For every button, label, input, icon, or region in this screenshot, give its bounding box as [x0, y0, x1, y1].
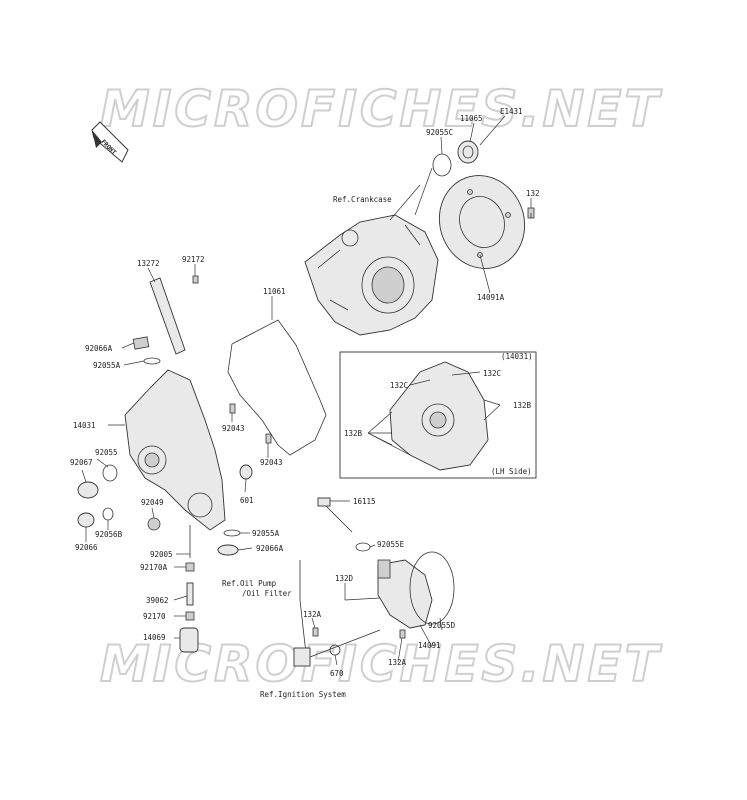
inset-caption: (LH Side): [491, 467, 532, 476]
ref-crankcase: Ref.Crankcase: [333, 195, 392, 204]
part-label: 601: [240, 496, 254, 505]
part-label: 92055A: [252, 529, 280, 538]
part-label: 11061: [263, 287, 286, 296]
connector-ignition: [293, 647, 311, 667]
crankcase-drawing: [304, 214, 439, 336]
part-label: 16115: [353, 497, 376, 506]
part-label: 92005: [150, 550, 173, 559]
o-ring-92055a-upper: [143, 357, 161, 365]
leader-lines: [81, 115, 532, 666]
inset-label: 132C: [483, 369, 501, 378]
plug-92066a: [132, 336, 150, 350]
o-ring-92056b: [102, 507, 114, 521]
part-label: 92055D: [428, 621, 456, 630]
seal-92049: [147, 517, 161, 531]
sensor-16115: [317, 497, 353, 533]
bolt-132: [527, 207, 535, 219]
part-label: 92055: [95, 448, 118, 457]
bolt-132d: [344, 597, 381, 601]
part-label: 13272: [137, 259, 160, 268]
inset-title: (14031): [501, 352, 533, 361]
oil-line-stack: [179, 525, 199, 653]
front-arrow-icon: FRONT: [91, 121, 129, 163]
part-label: 92049: [141, 498, 164, 507]
bolt-132a-left: [312, 627, 319, 637]
part-label: 92170: [143, 612, 166, 621]
part-label: E1431: [500, 107, 523, 116]
cap-92067: [77, 481, 99, 499]
part-label: 14091A: [477, 293, 505, 302]
part-label: 92055A: [93, 361, 121, 370]
ref-oil-pump-1: Ref.Oil Pump: [222, 579, 277, 588]
plug-92066: [77, 512, 95, 528]
part-label: 92067: [70, 458, 93, 467]
ref-ignition: Ref.Ignition System: [260, 690, 346, 699]
part-label: 11065: [460, 114, 483, 123]
inset-label: 132B: [344, 429, 363, 438]
o-ring-92055a-lower: [223, 529, 241, 537]
bracket-13272: [149, 277, 186, 355]
part-label: 670: [330, 669, 344, 678]
part-label: 132A: [303, 610, 322, 619]
part-labels: E1431 11065 92055C 132 14091A 92172 1327…: [70, 107, 540, 678]
cover-plate-14091a: [438, 175, 526, 269]
seal-11065: [457, 140, 479, 164]
bolt-132a-right: [399, 629, 406, 639]
seal-601: [239, 464, 253, 480]
part-label: 92066A: [85, 344, 113, 353]
o-ring-92055: [102, 464, 118, 482]
part-label: 132A: [388, 658, 407, 667]
pin-92043-upper: [229, 403, 236, 414]
cover-14091: [377, 559, 433, 629]
part-label: 92172: [182, 255, 205, 264]
part-label: 92043: [222, 424, 245, 433]
part-label: 92066A: [256, 544, 284, 553]
cover-14031: [124, 369, 226, 531]
part-label: 92170A: [140, 563, 168, 572]
o-ring-92055d: [409, 551, 455, 625]
inset-label: 132C: [390, 381, 408, 390]
plug-92066a-lower: [217, 544, 239, 556]
screw-92172: [192, 275, 199, 284]
part-label: 132D: [335, 574, 354, 583]
part-label: 14069: [143, 633, 166, 642]
ref-oil-pump-2: /Oil Filter: [242, 589, 292, 598]
inset-lh-side: [339, 351, 537, 479]
part-label: 14091: [418, 641, 441, 650]
o-ring-92055e: [355, 542, 371, 552]
part-label: 39062: [146, 596, 169, 605]
part-label: 92043: [260, 458, 283, 467]
part-label: 92056B: [95, 530, 123, 539]
part-label: 14031: [73, 421, 96, 430]
part-label: 92066: [75, 543, 98, 552]
gasket-11061: [227, 319, 327, 456]
part-label: 92055C: [426, 128, 453, 137]
part-label: 92055E: [377, 540, 405, 549]
part-label: 132: [526, 189, 540, 198]
o-ring-92055c: [432, 153, 452, 177]
watermark-top: MICROFICHES.NET: [100, 80, 663, 138]
pin-92043-lower: [265, 433, 272, 444]
inset-label: 132B: [513, 401, 532, 410]
